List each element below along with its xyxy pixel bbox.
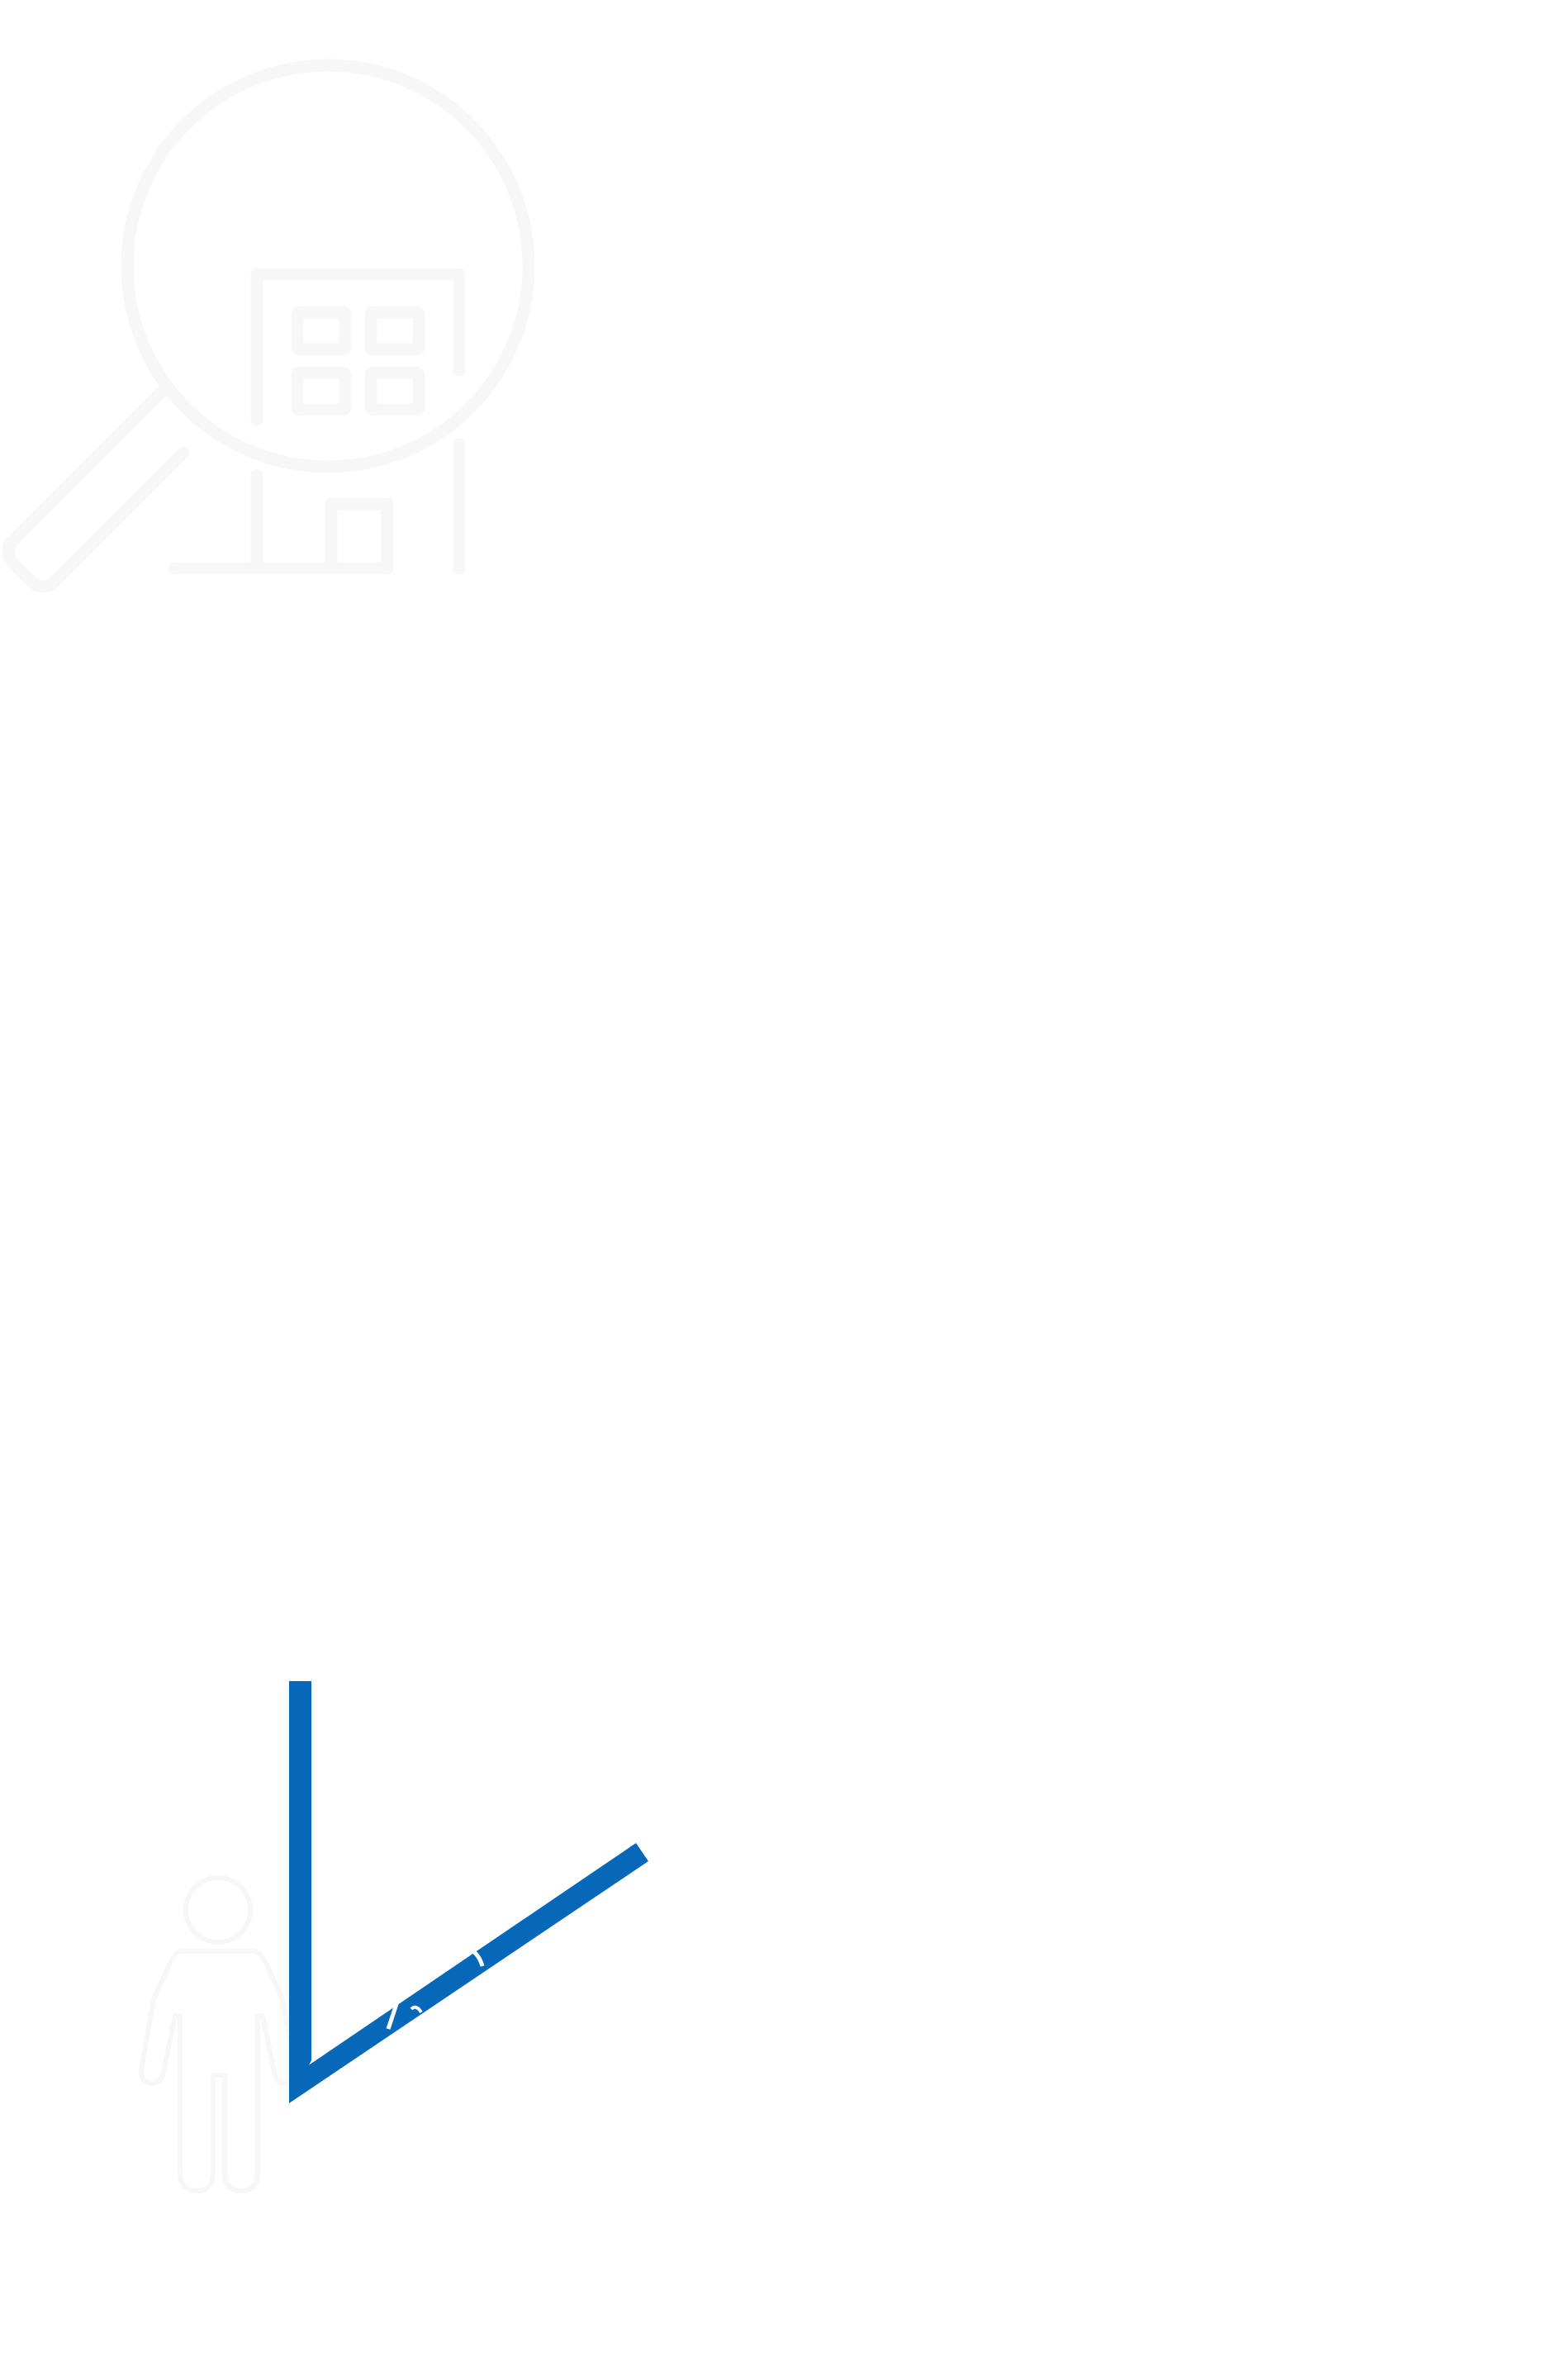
checkmark-gap-arm	[386, 1998, 401, 2030]
checkmark-gap-hand	[469, 1947, 485, 1967]
checkmark-icon	[289, 1681, 648, 2103]
magnifying-glass-building-icon	[2, 59, 535, 593]
building-lower-left	[168, 468, 263, 575]
window-3	[291, 366, 352, 416]
checkmark-vertical-stroke	[289, 1681, 311, 2103]
window-2	[364, 306, 425, 356]
person-icon	[139, 1875, 297, 2193]
window-4	[364, 366, 425, 416]
door	[325, 497, 394, 575]
lens-circle	[121, 59, 535, 473]
building-outline	[250, 268, 466, 426]
lens-handle	[2, 382, 190, 593]
window-1	[291, 306, 352, 356]
checkmark-diagonal-stroke	[289, 1843, 648, 2103]
checkmark-gap-finger	[410, 2005, 423, 2014]
person-head	[183, 1875, 253, 1945]
person-body	[139, 1949, 297, 2193]
